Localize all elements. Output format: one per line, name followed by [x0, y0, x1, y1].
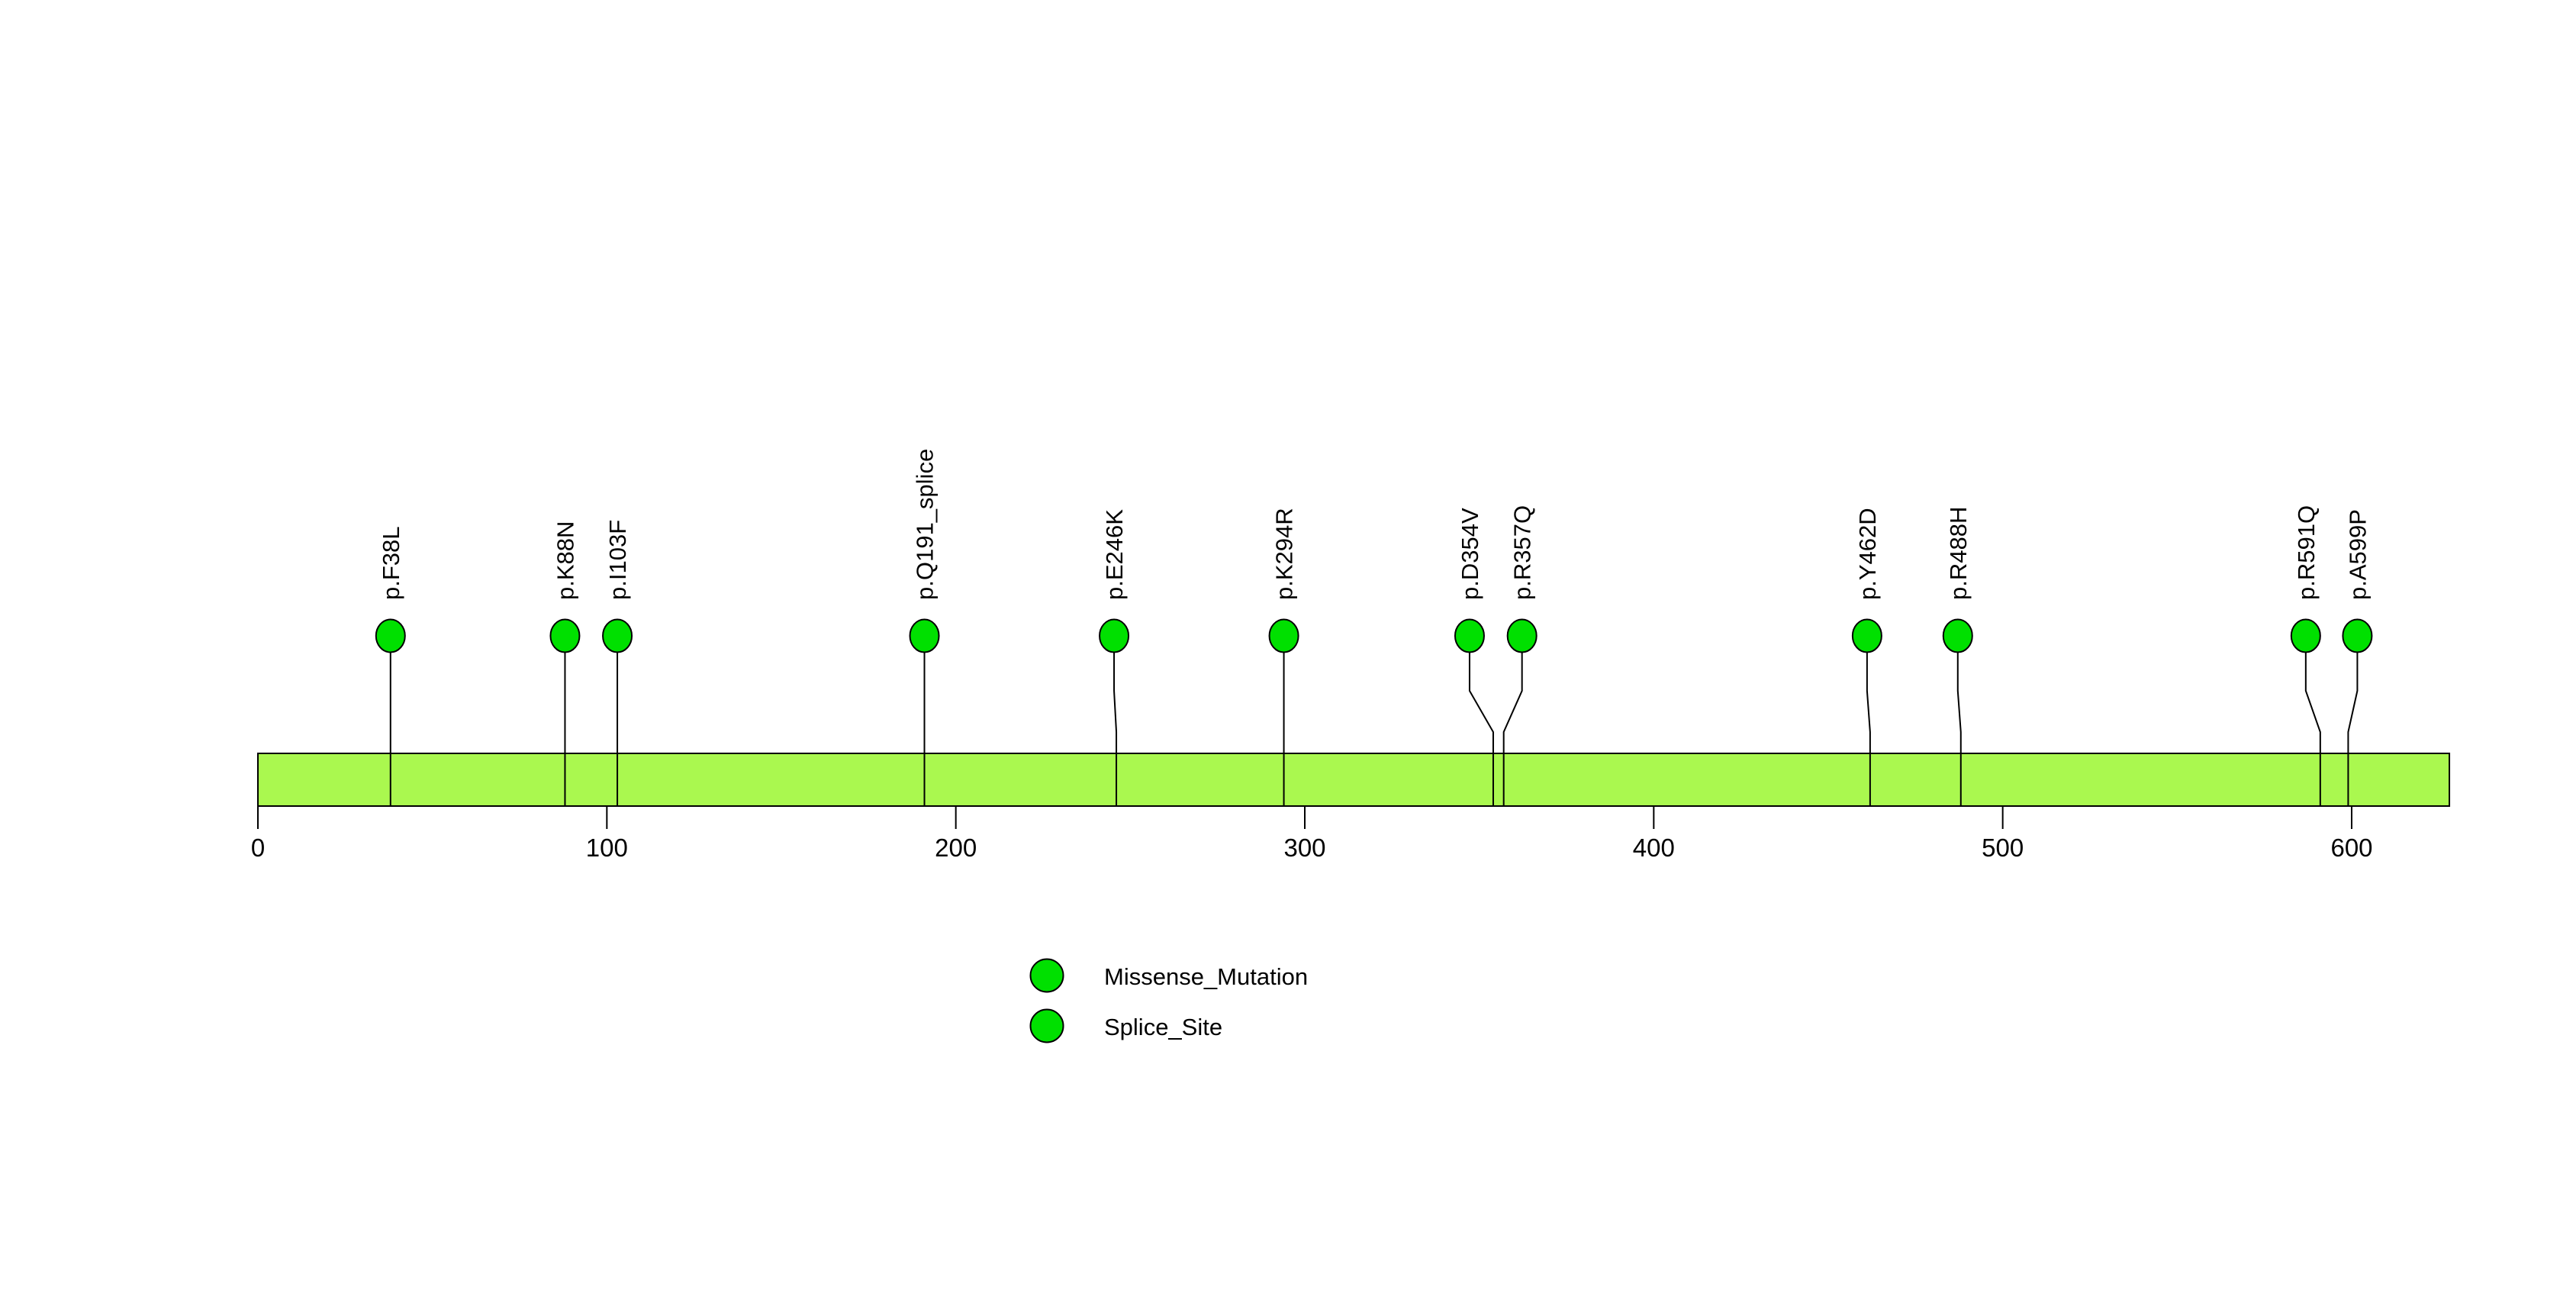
mutation-label: p.R357Q: [1509, 505, 1536, 600]
stem-group: [389, 636, 2359, 806]
legend-marker-icon: [1029, 958, 1064, 993]
axis-group: 0 100 200 300 400 500 600: [251, 806, 2373, 862]
legend-label: Splice_Site: [1104, 1014, 1222, 1040]
mutation-marker: [375, 618, 406, 653]
mutation-label: p.D354V: [1457, 508, 1483, 600]
mutation-label: p.K88N: [552, 521, 578, 600]
mutation-marker: [549, 618, 581, 653]
axis-tick-label: 500: [1982, 834, 2024, 862]
mutation-marker: [2290, 618, 2321, 653]
mutation-marker: [1851, 618, 1882, 653]
mutation-label: p.A599P: [2344, 509, 2371, 600]
legend-item: Missense_Mutation: [1029, 958, 1308, 993]
mutation-label: p.Q191_splice: [912, 449, 939, 600]
mutation-stem: [1468, 636, 1494, 806]
mutation-label: p.E246K: [1101, 509, 1128, 600]
mutation-label: p.I103F: [604, 520, 631, 600]
axis-tick-label: 300: [1283, 834, 1325, 862]
mutation-marker: [1942, 618, 1973, 653]
mutation-label: p.Y462D: [1854, 508, 1881, 600]
mutation-stem: [1113, 636, 1118, 806]
axis-tick-label: 200: [935, 834, 977, 862]
mutation-stem: [1502, 636, 1523, 806]
axis-tick-label: 100: [586, 834, 628, 862]
protein-bar-group: [257, 753, 2451, 807]
axis-tick-label: 600: [2330, 834, 2372, 862]
mutation-marker: [1099, 618, 1130, 653]
protein-backbone-bar: [257, 753, 2451, 807]
mutation-marker: [909, 618, 940, 653]
axis-tick-label: 400: [1633, 834, 1675, 862]
mutation-marker: [2342, 618, 2373, 653]
mutation-label: p.F38L: [378, 526, 404, 600]
mutation-stem: [2304, 636, 2321, 806]
mutation-marker: [1506, 618, 1538, 653]
mutation-label-group: p.F38L p.K88N p.I103F p.Q191_splice p.E246K p…: [378, 449, 2372, 600]
legend-label: Missense_Mutation: [1104, 963, 1308, 990]
mutation-stem: [2347, 636, 2359, 806]
mutation-label: p.K294R: [1271, 508, 1298, 600]
marker-group: [375, 618, 2373, 653]
mutation-marker: [602, 618, 633, 653]
axis-tick-label: 0: [251, 834, 265, 862]
mutation-label: p.R591Q: [2293, 505, 2320, 600]
mutation-marker: [1454, 618, 1485, 653]
mutation-stem: [1956, 636, 1962, 806]
mutation-marker: [1268, 618, 1299, 653]
mutation-label: p.R488H: [1945, 507, 1972, 600]
legend-marker-icon: [1029, 1008, 1064, 1043]
mutation-stem: [1866, 636, 1871, 806]
legend-item: Splice_Site: [1029, 1008, 1222, 1043]
